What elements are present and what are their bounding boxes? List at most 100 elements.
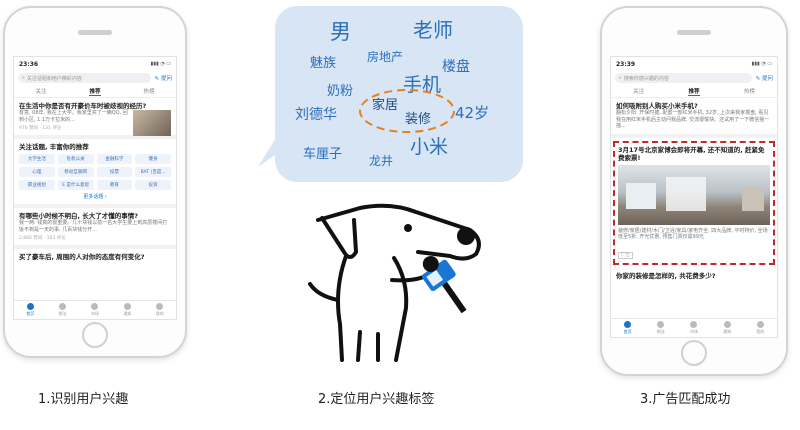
tag-label: 刘德华 — [295, 107, 337, 123]
market-icon — [690, 321, 698, 328]
tab-recommend[interactable]: 推荐 — [688, 88, 700, 96]
feed-card[interactable]: 买了豪车后, 周围的人对你的态度有何变化? — [14, 249, 176, 265]
nav-label: 通知 — [123, 311, 132, 316]
topic-chip[interactable]: 健身 — [135, 154, 171, 164]
feed-tabs: 关注 推荐 热榜 — [14, 85, 176, 98]
tab-hot[interactable]: 热榜 — [743, 89, 755, 95]
profile-icon — [156, 303, 164, 310]
topic-chip[interactable]: 投票 — [96, 167, 133, 177]
ad-badge: 广告 — [618, 251, 633, 259]
topic-chip[interactable]: 教育 — [96, 180, 133, 190]
ask-label: 提问 — [761, 76, 773, 82]
search-placeholder: 关注话题和用户精彩内容 — [26, 75, 82, 82]
ideas-icon — [657, 321, 665, 328]
nav-home[interactable]: 首页 — [624, 321, 632, 335]
highlight-ellipse — [359, 89, 455, 133]
ask-label: 提问 — [160, 76, 172, 82]
topic-chip[interactable]: 金融科学 — [96, 154, 133, 164]
home-button[interactable] — [82, 322, 108, 348]
nav-notify[interactable]: 通知 — [123, 303, 131, 317]
search-input[interactable]: ⌕ 搜索你感兴趣的内容 — [615, 73, 752, 83]
ideas-icon — [59, 303, 67, 310]
search-input[interactable]: ⌕ 关注话题和用户精彩内容 — [18, 73, 151, 83]
nav-me[interactable]: 我的 — [756, 321, 764, 335]
card-excerpt: 翻松夕阳: 开保时捷, 配置一部红米手机, 32岁, 上次来我家楼盘, 看见我在… — [616, 110, 770, 129]
phone-3: 23:39 ▮▮▮ ◔ ▭ ⌕ 搜索你感兴趣的内容 ✎ 提问 关注 推荐 热榜 … — [600, 6, 788, 376]
feed-card[interactable]: 你家的装修是怎样的, 共花费多少? — [611, 268, 777, 284]
ask-button[interactable]: ✎ 提问 — [154, 76, 172, 82]
home-icon — [26, 303, 34, 310]
nav-label: 首页 — [623, 329, 632, 334]
home-button[interactable] — [681, 340, 707, 366]
nav-label: 市场 — [689, 329, 698, 334]
tag-label: 老师 — [413, 18, 453, 42]
search-placeholder: 搜索你感兴趣的内容 — [623, 75, 669, 82]
tag-label: 男 — [330, 20, 351, 44]
ad-text: 装修/家居/建材/木门/卫浴/家具/家电齐全, 四大品牌, 平时特价, 全场低至… — [618, 227, 768, 241]
dog-mascot-illustration — [308, 203, 481, 362]
card-title: 在生活中你是否有开豪价车时被歧视的经历? — [19, 102, 147, 110]
phone-1-screen: 23:36 ▮▮▮ ◔ ▭ ⌕ 关注话题和用户精彩内容 ✎ 提问 关注 推荐 热… — [13, 56, 177, 320]
search-bar: ⌕ 关注话题和用户精彩内容 ✎ 提问 — [18, 71, 172, 85]
nav-ideas[interactable]: 想法 — [59, 303, 67, 317]
nav-label: 首页 — [26, 311, 35, 316]
nav-market[interactable]: 市场 — [91, 303, 99, 317]
topic-card: 关注话题, 丰富你的推荐 大学生活 危机公关 金融科学 健身 心理 移动互联网 … — [14, 139, 176, 208]
phone-speaker — [677, 30, 711, 35]
search-icon: ⌕ — [22, 75, 25, 81]
card-excerpt: 有意, 08年, 我在上大学。我家里买了一辆QQ, 回到小区, 1.1万卡拉米的… — [19, 110, 128, 123]
tab-follow[interactable]: 关注 — [35, 89, 47, 95]
card-title: 关注话题, 丰富你的推荐 — [19, 143, 89, 151]
microphone-icon — [421, 255, 467, 314]
tag-label: 42岁 — [455, 104, 490, 122]
tab-recommend[interactable]: 推荐 — [89, 88, 101, 96]
topic-chip[interactable]: 大学生活 — [19, 154, 55, 164]
card-excerpt: 我一两: 钱真的很重要。几十块钱以前一名大学生要上到高层楼间打饭不到是一天的事,… — [19, 220, 168, 233]
topic-chip[interactable]: 移动互联网 — [57, 167, 94, 177]
card-meta: 2,866 赞同 · 163 评论 — [19, 236, 66, 241]
caption-step-3: 3.广告匹配成功 — [640, 392, 731, 407]
topic-chip[interactable]: 职业规划 — [19, 180, 55, 190]
tab-follow[interactable]: 关注 — [633, 89, 645, 95]
phone-1: 23:36 ▮▮▮ ◔ ▭ ⌕ 关注话题和用户精彩内容 ✎ 提问 关注 推荐 热… — [3, 6, 187, 358]
card-title: 如何吸附别人购买小米手机? — [616, 102, 698, 110]
interest-tag-bubble: 男 老师 魅族 房地产 楼盘 奶粉 手机 家居 装修 42岁 刘德华 小米 车厘… — [275, 6, 523, 182]
topic-chip[interactable]: 心理 — [19, 167, 55, 177]
card-thumbnail — [133, 110, 171, 136]
phone-speaker — [78, 30, 112, 35]
nav-label: 想法 — [58, 311, 67, 316]
card-title: 你家的装修是怎样的, 共花费多少? — [616, 271, 716, 280]
ask-button[interactable]: ✎ 提问 — [755, 76, 773, 82]
tag-label: 装修 — [405, 112, 432, 127]
more-topics-link[interactable]: 更多话题 › — [83, 194, 107, 200]
topic-chips: 大学生活 危机公关 金融科学 健身 心理 移动互联网 投票 BAT (百度...… — [19, 154, 171, 190]
feed-tabs: 关注 推荐 热榜 — [611, 85, 777, 98]
profile-icon — [756, 321, 764, 328]
topic-chip[interactable]: BAT (百度... — [135, 167, 171, 177]
feed-card[interactable]: 如何吸附别人购买小米手机? 翻松夕阳: 开保时捷, 配置一部红米手机, 32岁,… — [611, 98, 777, 138]
status-bar: 23:39 ▮▮▮ ◔ ▭ — [611, 57, 777, 71]
nav-notify[interactable]: 通知 — [723, 321, 731, 335]
tag-label: 车厘子 — [303, 147, 343, 162]
topic-chip[interactable]: 投资 — [135, 180, 171, 190]
signal-icon: ▮▮▮ ◔ ▭ — [751, 61, 772, 67]
nav-me[interactable]: 我的 — [156, 303, 164, 317]
nav-ideas[interactable]: 想法 — [657, 321, 665, 335]
feed-card[interactable]: 有哪些小时候不明白, 长大了才懂的事情? 我一两: 钱真的很重要。几十块钱以前一… — [14, 208, 176, 249]
topic-chip[interactable]: 危机公关 — [57, 154, 94, 164]
ad-image-kitchen — [618, 164, 770, 225]
bell-icon — [123, 303, 131, 310]
signal-icon: ▮▮▮ ◔ ▭ — [150, 61, 171, 67]
tag-label: 小米 — [410, 136, 449, 158]
tab-hot[interactable]: 热榜 — [143, 89, 155, 95]
feed-card[interactable]: 在生活中你是否有开豪价车时被歧视的经历? 有意, 08年, 我在上大学。我家里买… — [14, 98, 176, 139]
market-icon — [91, 303, 99, 310]
home-icon — [624, 321, 632, 328]
nav-market[interactable]: 市场 — [690, 321, 698, 335]
nav-home[interactable]: 首页 — [26, 303, 34, 317]
tag-label: 奶粉 — [327, 84, 354, 99]
status-bar: 23:36 ▮▮▮ ◔ ▭ — [14, 57, 176, 71]
nav-label: 我的 — [155, 311, 164, 316]
topic-chip[interactable]: E 是什么意思 — [57, 180, 94, 190]
matched-ad-card[interactable]: 3月17号北京家博会即将开幕, 还不知道的, 赶紧免费索票! 装修/家居/建材/… — [613, 140, 775, 265]
